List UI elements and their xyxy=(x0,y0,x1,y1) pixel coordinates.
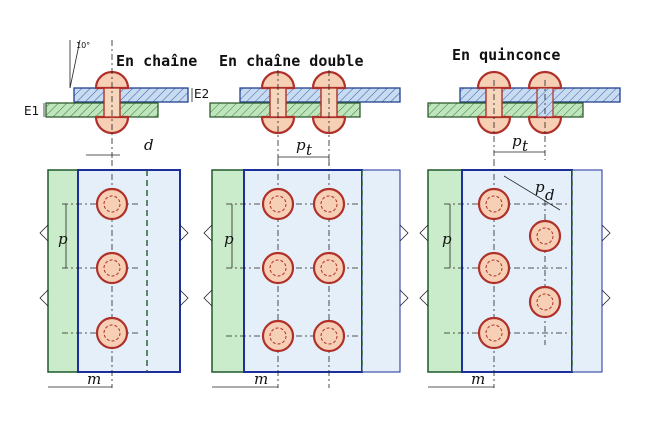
section-staggered: p t xyxy=(427,70,621,160)
plan-chain: p m xyxy=(39,160,189,388)
angle-label: 10° xyxy=(76,41,90,50)
pt-label: p xyxy=(512,132,522,150)
rivet-head-bottom xyxy=(311,115,347,135)
rivet-head-bottom xyxy=(260,115,296,135)
pt-subscript: t xyxy=(306,141,313,159)
top-plate xyxy=(73,87,189,103)
section-chain: 10° E1 E2 d xyxy=(24,39,209,160)
section-double-chain: p t xyxy=(209,70,401,165)
panel-title-staggered: En quinconce xyxy=(452,46,560,64)
rivet xyxy=(261,251,295,285)
panel-title-chain: En chaîne xyxy=(116,52,197,70)
break-mark-left xyxy=(39,224,49,307)
pd-label: p xyxy=(535,178,545,196)
p-label: p xyxy=(58,230,68,248)
pt-label: p xyxy=(296,136,306,154)
break-mark-left xyxy=(419,224,429,307)
p-label: p xyxy=(442,230,452,248)
rivet xyxy=(312,251,346,285)
rivet xyxy=(95,316,129,350)
rivet xyxy=(477,316,511,350)
bottom-plate xyxy=(427,102,584,118)
rivet xyxy=(312,319,346,353)
upper-plate xyxy=(77,169,181,373)
pd-dim xyxy=(503,175,561,211)
m-label: m xyxy=(254,370,268,388)
lower-plate-edge xyxy=(211,169,247,373)
lower-plate-edge xyxy=(427,169,465,373)
rivet xyxy=(261,319,295,353)
break-mark-right xyxy=(399,224,409,307)
e1-label: E1 xyxy=(24,104,39,118)
upper-plate-extension xyxy=(571,169,603,373)
break-mark-right xyxy=(179,224,189,307)
rivet xyxy=(261,187,295,221)
plan-double-chain: p m xyxy=(203,160,409,388)
upper-plate-extension xyxy=(361,169,401,373)
rivet xyxy=(477,251,511,285)
p-label: p xyxy=(224,230,234,248)
rivet xyxy=(477,187,511,221)
panel-title-double-chain: En chaîne double xyxy=(219,52,364,70)
pt-subscript: t xyxy=(522,137,529,155)
m-label: m xyxy=(471,370,485,388)
angle-line xyxy=(69,39,81,89)
rivet xyxy=(95,251,129,285)
pd-subscript: d xyxy=(545,186,555,204)
plan-staggered: p d p m xyxy=(419,160,611,388)
d-label: d xyxy=(144,136,154,154)
lower-plate-edge xyxy=(47,169,81,373)
break-mark-right xyxy=(601,224,611,307)
rivet xyxy=(312,187,346,221)
rivet-head-top xyxy=(94,70,130,90)
rivet xyxy=(528,219,562,253)
top-plate xyxy=(239,87,401,103)
e2-label: E2 xyxy=(194,87,209,101)
bottom-plate xyxy=(45,102,159,118)
rivet xyxy=(95,187,129,221)
m-label: m xyxy=(87,370,101,388)
rivet xyxy=(528,285,562,319)
break-mark-left xyxy=(203,224,213,307)
